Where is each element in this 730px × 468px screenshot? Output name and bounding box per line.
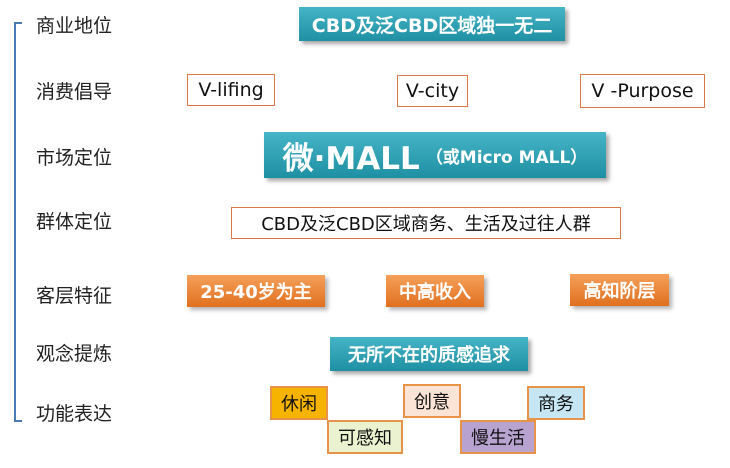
market-box: 微·MALL （或Micro MALL）	[264, 132, 606, 178]
market-main-text: 微·MALL	[282, 140, 420, 177]
label-market-position: 市场定位	[36, 147, 113, 169]
label-function: 功能表达	[36, 403, 113, 425]
customer-box-age: 25-40岁为主	[187, 275, 325, 307]
label-business-status: 商业地位	[36, 15, 113, 37]
group-box: CBD及泛CBD区域商务、生活及过往人群	[231, 207, 621, 239]
function-tag-business: 商务	[527, 386, 585, 420]
label-consumption: 消费倡导	[36, 81, 113, 103]
status-box: CBD及泛CBD区域独一无二	[299, 7, 565, 41]
market-sub-text: （或Micro MALL）	[425, 147, 588, 168]
function-tag-slow-life: 慢生活	[460, 420, 536, 454]
label-group-position: 群体定位	[36, 211, 113, 233]
consumption-box-v-purpose: V -Purpose	[580, 74, 705, 108]
function-tag-creative: 创意	[403, 384, 461, 418]
customer-box-education: 高知阶层	[570, 274, 669, 306]
concept-box: 无所不在的质感追求	[330, 337, 528, 371]
consumption-box-v-lifing: V-lifing	[187, 74, 275, 106]
consumption-box-v-city: V-city	[397, 75, 468, 107]
function-tag-leisure: 休闲	[270, 386, 328, 420]
function-tag-perceivable: 可感知	[327, 420, 403, 454]
label-customer-traits: 客层特征	[36, 285, 113, 307]
left-bracket	[14, 22, 22, 422]
customer-box-income: 中高收入	[386, 275, 484, 307]
label-concept: 观念提炼	[36, 343, 113, 365]
